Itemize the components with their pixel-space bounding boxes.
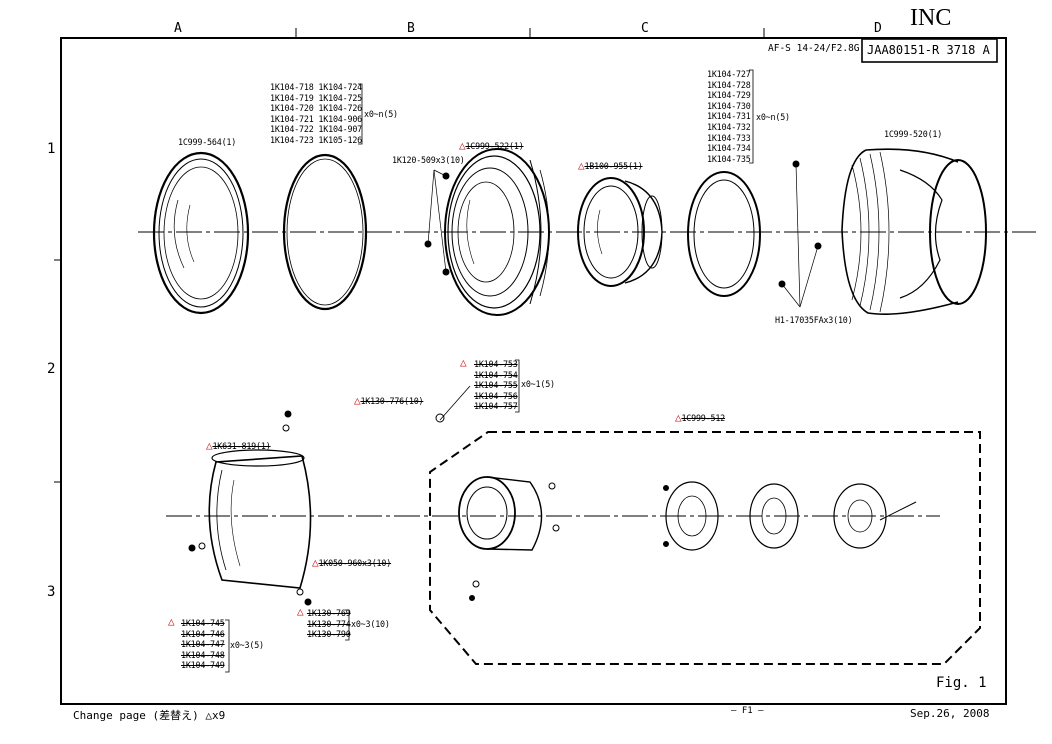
part-screw-b3-number: 1K050-960x3(10) xyxy=(318,558,392,568)
barrel-drawing xyxy=(188,410,312,606)
change-marker-icon: △ xyxy=(168,615,175,628)
shim-list-5-item: 1K130-790 xyxy=(307,629,351,640)
shim-list-1: 1K104-718 1K104-724 1K104-719 1K104-725 … xyxy=(270,82,362,146)
shim-list-2: 1K104-727 1K104-728 1K104-729 1K104-730 … xyxy=(707,69,751,164)
change-marker-icon: △ xyxy=(206,439,213,452)
change-marker-icon: △ xyxy=(354,394,361,407)
shim-list-2-item: 1K104-727 xyxy=(707,69,751,79)
shim-list-3-item: 1K104-754 xyxy=(474,369,518,380)
corner-text: INC xyxy=(910,5,952,31)
model-name: AF-S 14-24/F2.8G xyxy=(768,43,860,54)
change-marker-icon: △ xyxy=(460,356,467,369)
part-screw-b1: 1K120-509x3(10) xyxy=(392,155,465,165)
column-label-d: D xyxy=(874,21,882,36)
shim-list-5: 1K130-769 1K130-774 1K130-790 xyxy=(307,608,351,640)
shim-list-2-item: 1K104-729 xyxy=(707,90,751,101)
column-label-c: C xyxy=(641,21,649,36)
shim-list-5-item: 1K130-774 xyxy=(307,618,351,629)
shim-list-5-qty: x0~3(10) xyxy=(351,619,390,629)
shim-list-1-item: 1K104-723 1K105-126 xyxy=(270,134,363,145)
part-barrel: △1K631-819(1) xyxy=(206,439,271,452)
part-focus-unit-number: 1C999-512 xyxy=(681,413,726,423)
change-marker-icon: △ xyxy=(675,411,682,424)
row-label-1: 1 xyxy=(47,141,56,157)
shim-list-2-qty: x0~n(5) xyxy=(756,112,790,122)
row-label-2: 2 xyxy=(47,361,56,377)
revision-date: Sep.26, 2008 xyxy=(910,707,990,720)
shim-list-2-item: 1K104-730 xyxy=(707,100,751,111)
shim-list-3-qty: x0~1(5) xyxy=(521,379,555,389)
shim-list-1-item: 1K104-718 1K104-724 xyxy=(270,82,363,92)
part-hood-screw: H1-17035FAx3(10) xyxy=(775,315,853,325)
part-screw-b3: △1K050-960x3(10) xyxy=(312,556,392,569)
shim-list-2-item: 1K104-735 xyxy=(707,153,751,164)
shim-list-3-item: 1K104-757 xyxy=(474,401,518,412)
shim-list-1-item: 1K104-719 1K104-725 xyxy=(270,92,363,103)
page-number: ― F1 ― xyxy=(731,706,764,716)
change-note: Change page (差替え) △x9 xyxy=(73,709,226,722)
column-label-b: B xyxy=(407,21,415,36)
shim-list-5-item: 1K130-769 xyxy=(307,608,351,618)
shim-list-2-item: 1K104-732 xyxy=(707,121,751,132)
shim-list-4-item: 1K104-746 xyxy=(181,628,225,639)
shim-list-1-qty: x0~n(5) xyxy=(364,109,398,119)
part-front-unit: △1C999-522(1) xyxy=(459,139,524,152)
part-element-c1: △1B100-955(1) xyxy=(578,159,643,172)
list-brackets xyxy=(225,69,754,673)
shim-list-3-item: 1K104-756 xyxy=(474,390,518,401)
column-ticks xyxy=(54,28,765,483)
change-marker-icon: △ xyxy=(312,556,319,569)
filter-ring-drawing xyxy=(152,151,250,315)
shim-list-3-item: 1K104-753 xyxy=(474,359,518,369)
column-label-a: A xyxy=(174,21,182,36)
part-front-unit-number: 1C999-522(1) xyxy=(465,141,524,151)
shim-list-3-marker: △ xyxy=(460,356,467,369)
front-unit-drawing xyxy=(424,148,550,316)
shim-list-3: 1K104-753 1K104-754 1K104-755 1K104-756 … xyxy=(474,359,518,412)
shim-list-4-marker: △ xyxy=(168,615,175,628)
shim-list-4: 1K104-745 1K104-746 1K104-747 1K104-748 … xyxy=(181,618,225,671)
shim-list-4-item: 1K104-748 xyxy=(181,649,225,660)
shim-list-4-item: 1K104-745 xyxy=(181,618,225,628)
change-marker-icon: △ xyxy=(459,139,466,152)
focus-unit-drawing xyxy=(435,413,917,601)
change-marker-icon: △ xyxy=(578,159,585,172)
change-marker-icon: △ xyxy=(297,605,304,618)
optical-axis xyxy=(138,231,1036,517)
doc-number-box xyxy=(861,38,998,63)
hood-drawing xyxy=(778,148,987,315)
shim-list-4-item: 1K104-747 xyxy=(181,639,225,650)
shim-list-5-marker: △ xyxy=(297,605,304,618)
figure-label: Fig. 1 xyxy=(936,675,987,691)
shim-list-2-item: 1K104-731 xyxy=(707,111,751,122)
shim-list-1-item: 1K104-720 1K104-726 xyxy=(270,103,363,114)
part-roller-number: 1K130-776(10) xyxy=(360,396,424,406)
focus-unit-outline xyxy=(429,431,981,665)
shim-list-1-item: 1K104-721 1K104-906 xyxy=(270,113,363,124)
shim-list-4-item: 1K104-749 xyxy=(181,660,225,671)
shim-list-2-item: 1K104-733 xyxy=(707,132,751,143)
part-hood: 1C999-520(1) xyxy=(884,129,943,139)
shim-ring-1-drawing xyxy=(282,153,368,311)
shim-list-3-item: 1K104-755 xyxy=(474,380,518,391)
part-roller: △1K130-776(10) xyxy=(354,394,424,407)
row-label-3: 3 xyxy=(47,584,56,600)
shim-list-2-item: 1K104-734 xyxy=(707,143,751,154)
shim-list-2-item: 1K104-728 xyxy=(707,79,751,90)
shim-ring-2-drawing xyxy=(687,171,761,297)
shim-list-1-item: 1K104-722 1K104-907 xyxy=(270,124,363,135)
part-barrel-number: 1K631-819(1) xyxy=(212,441,271,451)
part-element-c1-number: 1B100-955(1) xyxy=(584,161,643,171)
drawing-frame xyxy=(60,37,1007,705)
part-focus-unit: △1C999-512 xyxy=(675,411,726,424)
shim-list-4-qty: x0~3(5) xyxy=(230,640,264,650)
doc-number: JAA80151-R 3718 A xyxy=(867,43,990,57)
element-c1-drawing xyxy=(577,177,663,287)
part-filter-ring: 1C999-564(1) xyxy=(178,137,237,147)
